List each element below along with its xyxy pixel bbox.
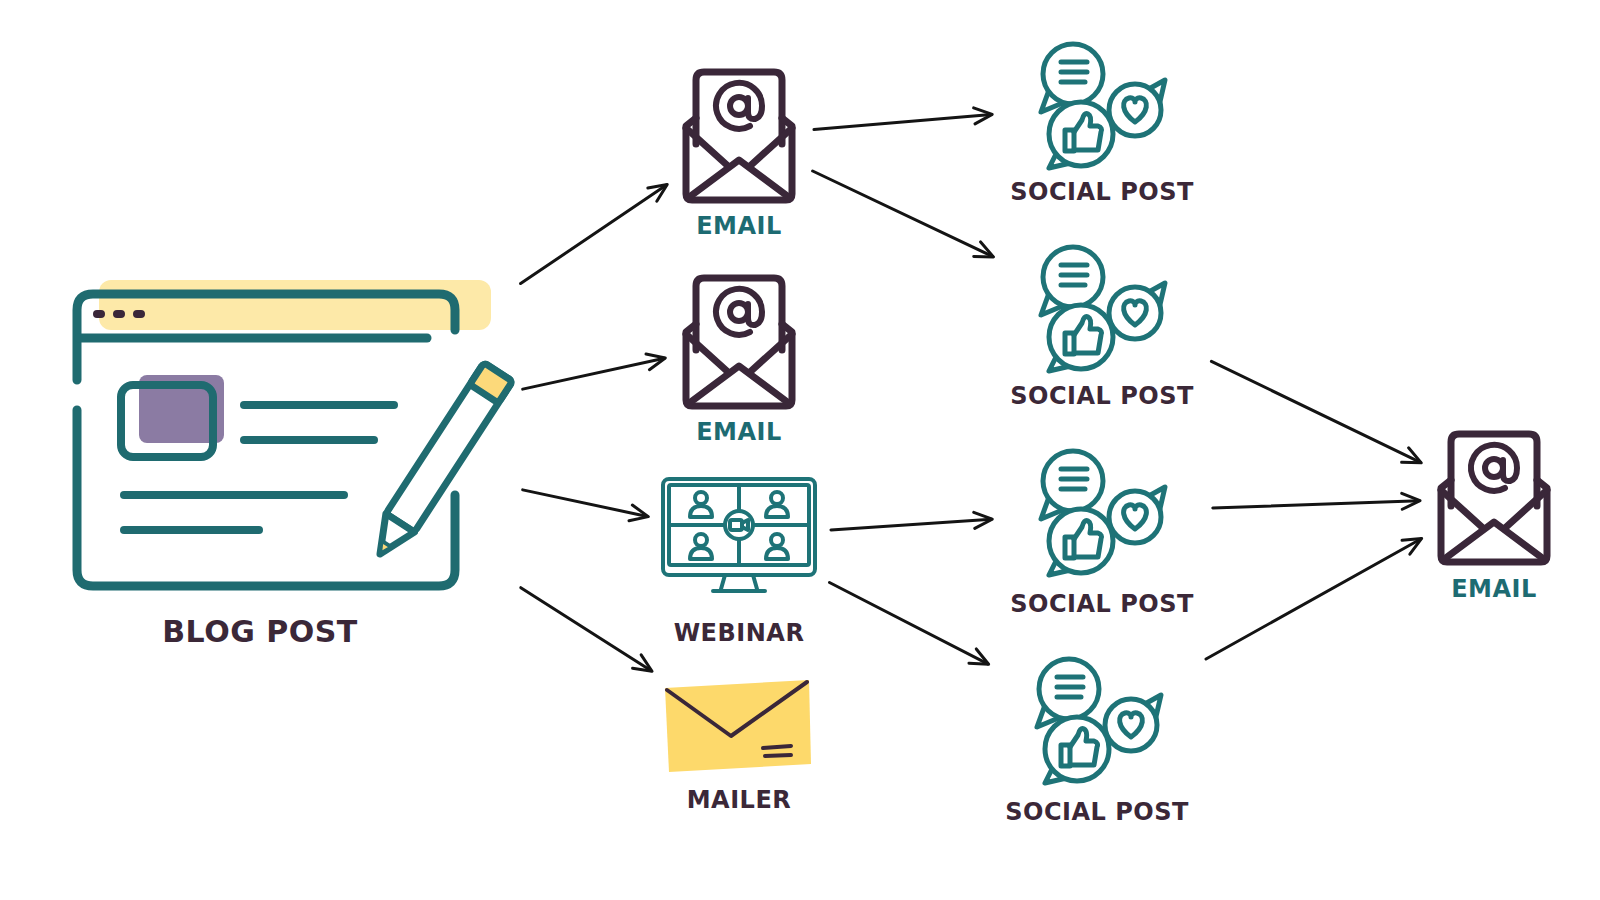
- social-icon: [1035, 40, 1167, 170]
- node-label: MAILER: [687, 786, 792, 815]
- channel-node: BLOG POST: [69, 280, 509, 650]
- flow-arrow: [521, 588, 651, 671]
- channel-node: EMAIL: [678, 66, 800, 241]
- node-label: SOCIAL POST: [1010, 382, 1194, 411]
- flow-arrow: [814, 114, 991, 129]
- social-icon: [1035, 243, 1167, 373]
- node-label: BLOG POST: [162, 614, 358, 650]
- mailer-icon: [663, 678, 813, 774]
- channel-node: EMAIL: [1433, 428, 1555, 604]
- node-label: WEBINAR: [674, 619, 805, 648]
- node-label: EMAIL: [1451, 575, 1537, 604]
- channel-node: SOCIAL POST: [1005, 40, 1199, 207]
- social-icon: [1035, 447, 1167, 577]
- channel-node: SOCIAL POST: [1000, 655, 1194, 827]
- flow-arrow: [1211, 361, 1420, 462]
- email-icon: [678, 66, 800, 206]
- node-label: SOCIAL POST: [1010, 590, 1194, 619]
- flow-arrow: [829, 582, 987, 663]
- email-icon: [678, 272, 800, 412]
- channel-node: MAILER: [663, 678, 813, 815]
- social-icon: [1031, 655, 1163, 785]
- email-icon: [1433, 428, 1555, 568]
- flow-arrow: [1213, 501, 1419, 508]
- flow-arrow: [831, 519, 991, 530]
- channel-node: SOCIAL POST: [1005, 243, 1199, 411]
- flow-arrow: [523, 358, 665, 389]
- node-label: EMAIL: [696, 418, 782, 447]
- flow-arrow: [523, 490, 648, 517]
- node-label: SOCIAL POST: [1010, 178, 1194, 207]
- flow-arrow: [813, 171, 993, 256]
- channel-node: SOCIAL POST: [1005, 447, 1199, 619]
- channel-node: EMAIL: [678, 272, 800, 447]
- channel-node: WEBINAR: [661, 477, 817, 648]
- node-label: EMAIL: [696, 212, 782, 241]
- webinar-icon: [661, 477, 817, 595]
- flow-arrow: [1206, 539, 1421, 659]
- blog-icon: [69, 280, 509, 600]
- node-label: SOCIAL POST: [1005, 798, 1189, 827]
- flow-arrow: [521, 185, 667, 283]
